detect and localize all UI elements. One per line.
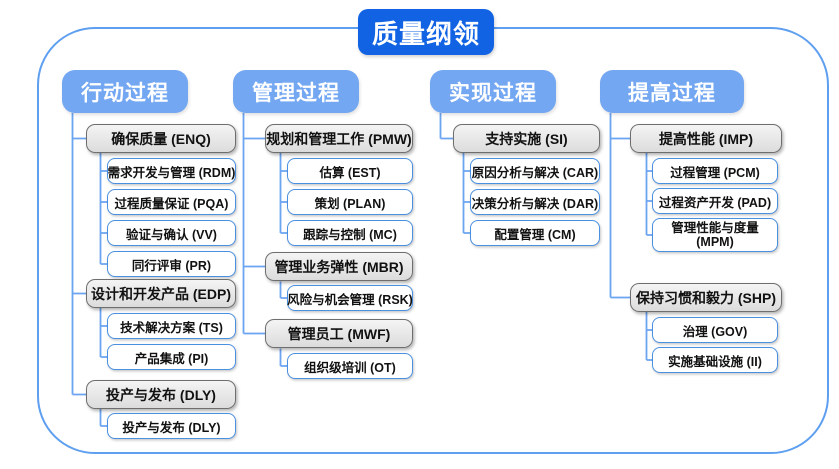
node-dar: 决策分析与解决 (DAR) [470, 189, 600, 215]
node-mpm: 管理性能与度量 (MPM) [652, 218, 778, 252]
group-box-dly: 投产与发布 (DLY) [86, 380, 236, 409]
node-rdm: 需求开发与管理 (RDM) [107, 158, 236, 184]
node-ot: 组织级培训 (OT) [287, 353, 413, 379]
node-pcm: 过程管理 (PCM) [652, 158, 778, 184]
node-pqa: 过程质量保证 (PQA) [107, 189, 236, 215]
node-ii: 实施基础设施 (II) [652, 347, 778, 373]
node-rsk: 风险与机会管理 (RSK) [287, 285, 413, 311]
node-ts: 技术解决方案 (TS) [107, 313, 236, 339]
node-pr: 同行评审 (PR) [107, 251, 236, 277]
node-pad: 过程资产开发 (PAD) [652, 188, 778, 214]
node-pi: 产品集成 (PI) [107, 344, 236, 370]
node-vv: 验证与确认 (VV) [107, 220, 236, 246]
node-car: 原因分析与解决 (CAR) [470, 158, 600, 184]
column-header-action-process: 行动过程 [62, 70, 188, 113]
group-box-edp: 设计和开发产品 (EDP) [86, 279, 236, 308]
group-box-mbr: 管理业务弹性 (MBR) [265, 252, 413, 281]
node-gov: 治理 (GOV) [652, 317, 778, 343]
group-box-si: 支持实施 (SI) [453, 124, 600, 153]
node-plan: 策划 (PLAN) [287, 189, 413, 215]
group-box-shp: 保持习惯和毅力 (SHP) [630, 283, 782, 312]
column-header-management-process: 管理过程 [233, 70, 359, 113]
group-box-mwf: 管理员工 (MWF) [265, 319, 413, 348]
node-cm: 配置管理 (CM) [470, 220, 600, 246]
node-dly-child: 投产与发布 (DLY) [107, 413, 236, 439]
group-box-enq: 确保质量 (ENQ) [86, 124, 236, 153]
node-mc: 跟踪与控制 (MC) [287, 220, 413, 246]
column-header-improvement-process: 提高过程 [600, 70, 744, 113]
column-header-implementation-process: 实现过程 [430, 70, 556, 113]
group-box-pmw: 规划和管理工作 (PMW) [265, 124, 413, 153]
group-box-imp: 提高性能 (IMP) [630, 124, 782, 153]
diagram-title: 质量纲领 [358, 9, 494, 55]
node-est: 估算 (EST) [287, 158, 413, 184]
